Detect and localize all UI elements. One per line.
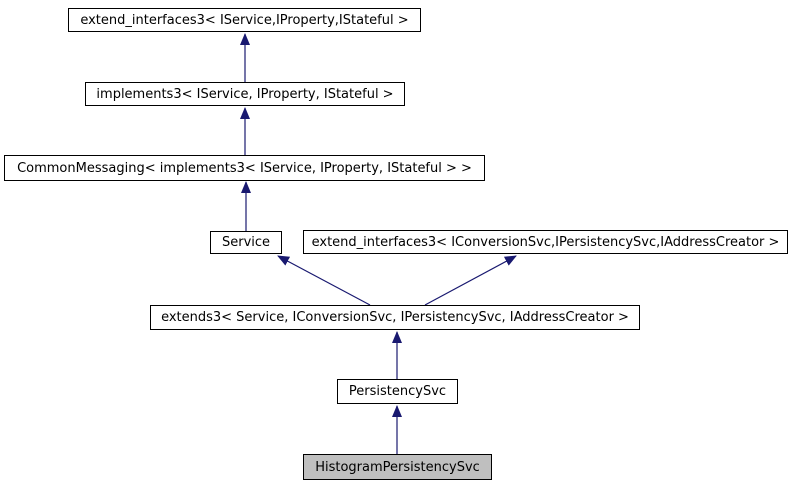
inheritance-arrow xyxy=(424,255,517,306)
node-extends3[interactable]: extends3< Service, IConversionSvc, IPers… xyxy=(150,305,640,330)
node-commonmessaging[interactable]: CommonMessaging< implements3< IService, … xyxy=(4,155,485,181)
node-extend-interfaces3-iservice[interactable]: extend_interfaces3< IService,IProperty,I… xyxy=(68,8,421,32)
node-persistencysvc[interactable]: PersistencySvc xyxy=(337,379,458,404)
node-implements3[interactable]: implements3< IService, IProperty, IState… xyxy=(85,82,405,106)
node-extend-interfaces3-iconversionsvc[interactable]: extend_interfaces3< IConversionSvc,IPers… xyxy=(303,230,788,254)
inheritance-arrow xyxy=(277,255,371,306)
node-service[interactable]: Service xyxy=(210,231,282,254)
node-histogrampersistencysvc: HistogramPersistencySvc xyxy=(303,454,492,480)
